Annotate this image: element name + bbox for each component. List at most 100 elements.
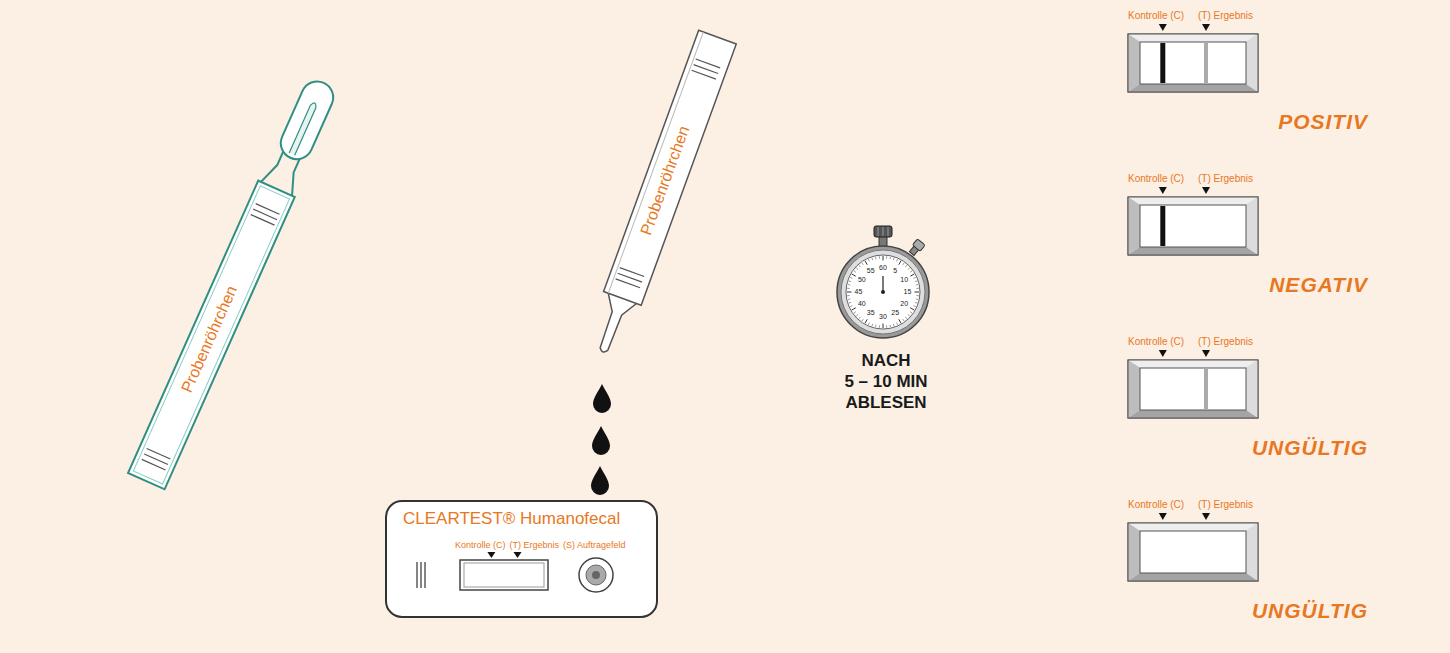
- window-heading: (T) Ergebnis: [1198, 336, 1253, 348]
- dial-tick: [879, 256, 880, 258]
- dial-tick: [865, 261, 867, 265]
- bevel-top: [1128, 197, 1258, 205]
- grip-ridge: [253, 209, 277, 220]
- bevel-right: [1246, 360, 1258, 418]
- bevel-left: [1128, 523, 1140, 581]
- window-strip: [1140, 368, 1246, 410]
- window-heading: (T) Ergebnis: [1198, 173, 1253, 185]
- node-outline: [1128, 360, 1258, 418]
- bevel-top: [1128, 34, 1258, 42]
- window-heading: (T) Ergebnis: [1198, 10, 1253, 22]
- dial-tick: [916, 295, 918, 296]
- watch-bezel: [841, 250, 925, 334]
- dial-tick: [879, 325, 880, 327]
- tube-cap: [276, 76, 339, 164]
- sample-tube: Probenröhrchen: [123, 71, 348, 493]
- dial-number: 30: [879, 313, 887, 321]
- dial-tick: [849, 302, 851, 304]
- dial-number: 50: [858, 276, 866, 284]
- window-outline: [1128, 197, 1258, 255]
- dial-tick: [862, 263, 863, 265]
- result-label: POSITIV: [1278, 110, 1368, 134]
- dial-tick: [910, 274, 914, 276]
- dial-number: 55: [867, 267, 875, 275]
- dial-tick: [915, 302, 917, 304]
- cassette-body: [386, 501, 657, 617]
- pointer-triangle: [487, 552, 495, 558]
- dial-tick: [852, 308, 856, 310]
- dial-tick: [893, 258, 895, 260]
- test-line: [1204, 43, 1208, 83]
- dial-tick: [910, 312, 912, 313]
- window-frame: [1128, 197, 1258, 255]
- result-window: Kontrolle (C)(T) ErgebnisUNGÜLTIG: [1128, 360, 1258, 418]
- dial-tick: [850, 306, 852, 307]
- dial-tick: [875, 325, 877, 327]
- stopwatch: [837, 226, 929, 338]
- side-button: [908, 239, 925, 257]
- control-line: [1160, 43, 1165, 83]
- dial-tick: [856, 268, 858, 270]
- grip-lines: [416, 562, 417, 588]
- drops: [591, 384, 611, 495]
- dial-tick: [915, 280, 917, 282]
- dial-tick: [908, 314, 910, 316]
- result-label: NEGATIV: [1269, 273, 1368, 297]
- window-heading: Kontrolle (C): [1128, 499, 1184, 511]
- instruction-line: 5 – 10 MIN: [844, 371, 927, 392]
- dial-number: 10: [900, 276, 908, 284]
- dial-tick: [915, 292, 920, 293]
- window-bevel: [464, 563, 544, 587]
- tube-inner-line: [133, 186, 289, 484]
- dial-tick: [908, 268, 910, 270]
- bevel-left: [1128, 197, 1140, 255]
- bevel-left: [1128, 34, 1140, 92]
- dial-tick: [871, 324, 873, 326]
- dial-number: 15: [904, 288, 912, 296]
- field-label: (T) Ergebnis: [510, 540, 560, 551]
- instruction-text: NACH 5 – 10 MIN ABLESEN: [844, 350, 927, 413]
- dial-tick: [903, 319, 904, 321]
- sampling-rod: [289, 102, 317, 156]
- field-label: (S) Auftragefeld: [563, 540, 626, 551]
- brand-title: CLEARTEST® Humanofecal: [403, 509, 620, 529]
- dial-tick: [859, 265, 861, 267]
- bevel-bottom: [1128, 247, 1258, 255]
- pointer-triangle: [1202, 350, 1210, 357]
- window-outline: [1128, 523, 1258, 581]
- dial-tick: [899, 261, 901, 265]
- dropper-tube: Probenröhrchen: [580, 27, 740, 362]
- knurl: [878, 227, 879, 236]
- window-frame: [1128, 523, 1258, 581]
- dial-number: 25: [891, 309, 899, 317]
- dial-number: 40: [858, 300, 866, 308]
- dial-tick: [848, 284, 850, 286]
- dial-tick: [854, 312, 856, 313]
- dial-tick: [850, 277, 852, 278]
- result-window: [460, 560, 548, 590]
- tube-body: [128, 181, 295, 490]
- grip-ridge: [256, 204, 280, 215]
- dial-tick: [897, 323, 898, 325]
- dial-number: 45: [855, 288, 863, 296]
- dial-ticks: [847, 256, 919, 328]
- dial-tick: [847, 295, 849, 296]
- dial-tick: [859, 317, 861, 319]
- dropper-tip: [589, 293, 637, 357]
- dial-tick: [889, 257, 891, 259]
- knurl: [883, 227, 884, 236]
- grip-ridge: [144, 454, 168, 465]
- grip-ridge: [620, 268, 644, 277]
- pointer-triangle: [514, 552, 522, 558]
- field-label: Kontrolle (C): [455, 540, 506, 551]
- bevel-top: [1128, 360, 1258, 368]
- control-line: [1160, 206, 1165, 246]
- result-window: Kontrolle (C)(T) ErgebnisNEGATIV: [1128, 197, 1258, 255]
- dial-tick: [914, 306, 916, 307]
- dial-tick: [905, 265, 907, 267]
- dial-tick: [886, 256, 887, 258]
- dial-tick: [871, 258, 873, 260]
- dial-tick: [856, 314, 858, 316]
- watch-face: [846, 255, 920, 329]
- dial-tick: [875, 257, 877, 259]
